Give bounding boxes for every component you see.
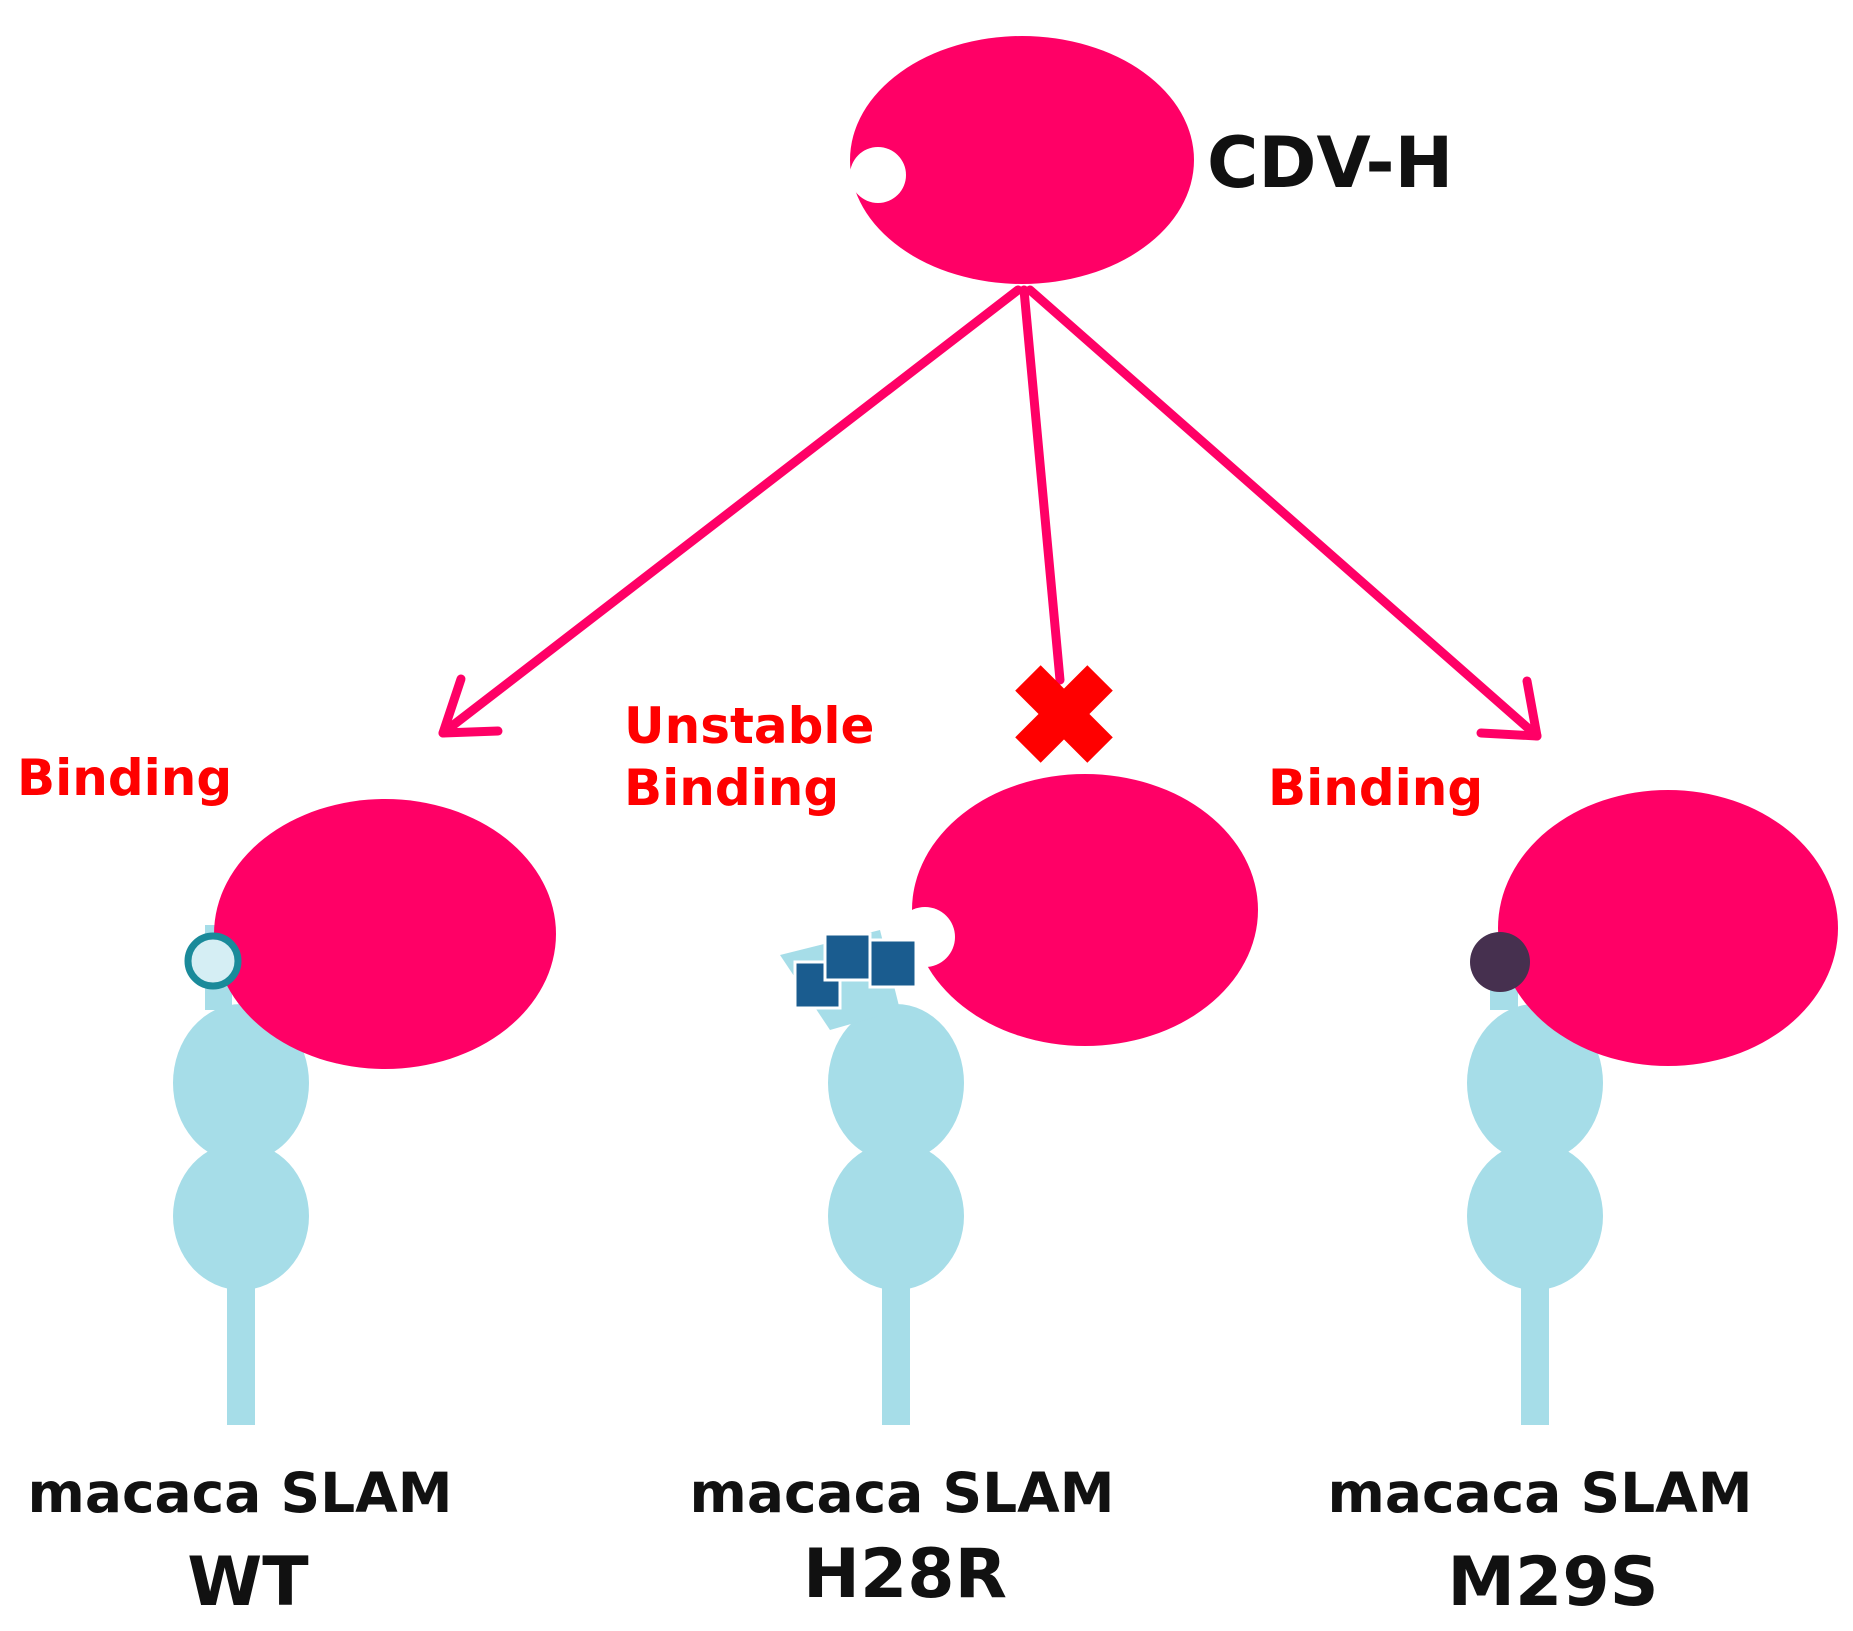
- cdv-h-binding-pocket: [850, 147, 906, 203]
- complex-wt: [173, 799, 556, 1425]
- receptor-variant-wt: WT: [187, 1543, 309, 1622]
- status-label-wt: Binding: [17, 749, 232, 807]
- complex-m29s: [1467, 790, 1838, 1425]
- h28r-square-2: [823, 932, 872, 982]
- receptor-variant-h28r: H28R: [803, 1535, 1007, 1614]
- h28r-receptor-domain-lower: [828, 1142, 964, 1290]
- arrow-to-h28r: [1019, 285, 1065, 685]
- h28r-square-1: [793, 960, 842, 1010]
- cdv-h-body: [850, 36, 1194, 284]
- receptor-label-m29s: macaca SLAM: [1328, 1461, 1753, 1525]
- wt-residue-marker: [184, 932, 242, 990]
- h28r-cdv-h-body: [912, 774, 1258, 1046]
- m29s-receptor-domain-upper: [1467, 1004, 1603, 1162]
- h28r-residue-squares: [793, 932, 918, 1010]
- m29s-residue-marker: [1470, 932, 1530, 992]
- arrowhead-wt: [438, 674, 503, 738]
- h28r-square-3: [868, 938, 918, 989]
- block-x-icon: [1015, 665, 1113, 763]
- wt-receptor-domain-upper: [173, 1004, 309, 1162]
- receptor-label-wt: macaca SLAM: [28, 1461, 453, 1525]
- arrow-to-wt: [438, 285, 1023, 738]
- cdv-h-label: CDV-H: [1207, 122, 1453, 204]
- wt-cdv-h-body: [214, 799, 556, 1069]
- m29s-receptor-stalk: [1521, 1270, 1549, 1425]
- h28r-receptor-domain-upper: [828, 1004, 964, 1162]
- status-label-h28r-line1: Unstable: [624, 697, 874, 755]
- interaction-arrows: [438, 285, 1542, 741]
- receptor-variant-m29s: M29S: [1447, 1543, 1658, 1622]
- m29s-receptor-domain-lower: [1467, 1142, 1603, 1290]
- m29s-cdv-h-body: [1498, 790, 1838, 1066]
- wt-receptor-stalk: [227, 1270, 255, 1425]
- arrow-to-m29s: [1025, 285, 1542, 741]
- cdv-h-protein: [850, 36, 1194, 284]
- status-label-h28r-line2: Binding: [624, 759, 839, 817]
- h28r-receptor-stalk: [882, 1270, 910, 1425]
- receptor-label-h28r: macaca SLAM: [690, 1461, 1115, 1525]
- arrowhead-m29s: [1476, 676, 1542, 741]
- complex-h28r: [780, 774, 1258, 1425]
- status-label-m29s: Binding: [1268, 759, 1483, 817]
- wt-receptor-domain-lower: [173, 1142, 309, 1290]
